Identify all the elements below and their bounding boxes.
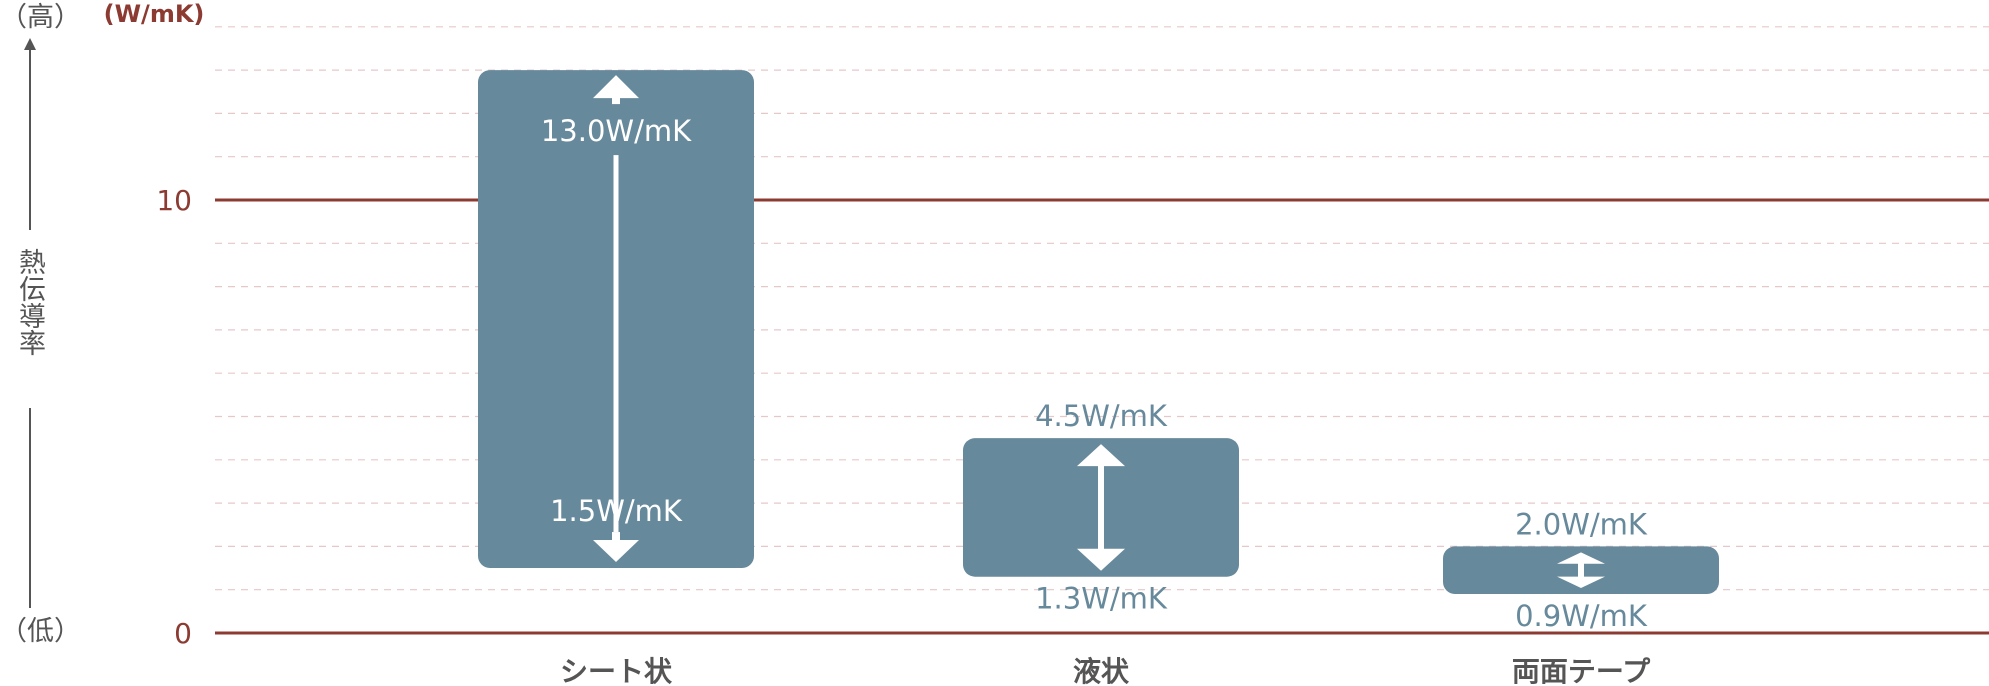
max-label: 13.0W/mK <box>541 114 692 148</box>
arrow-up-head <box>1557 552 1605 564</box>
category-label: 両面テープ <box>1512 655 1651 686</box>
unit-label: (W/mK) <box>104 0 205 28</box>
arrow-up-stem <box>612 96 620 105</box>
min-label: 1.5W/mK <box>550 494 683 528</box>
arrow-shaft <box>613 155 619 533</box>
category-label: 液状 <box>1073 655 1130 686</box>
min-label: 1.3W/mK <box>1035 582 1168 616</box>
arrow-shaft <box>1578 562 1584 578</box>
y-axis-title: 熱伝導率 <box>14 248 45 356</box>
arrow-down-head <box>1077 548 1125 571</box>
arrow-down-head <box>1557 576 1605 589</box>
range-bar-group: 13.0W/mK 1.5W/mK <box>478 70 754 569</box>
range-bar-group: 2.0W/mK 0.9W/mK <box>1443 507 1719 633</box>
arrow-down-stem <box>612 532 620 542</box>
range-bar-group: 4.5W/mK 1.3W/mK <box>963 399 1239 616</box>
arrow-down-head <box>593 540 639 563</box>
y-tick-label: 10 <box>156 184 192 217</box>
category-label: シート状 <box>560 655 673 686</box>
max-label: 2.0W/mK <box>1515 507 1648 541</box>
arrow-up-head <box>593 75 639 99</box>
arrow-shaft <box>1098 465 1104 550</box>
arrow-up-head <box>1077 444 1125 467</box>
y-axis-arrowhead <box>24 38 36 50</box>
y-tick-label: 0 <box>174 617 192 650</box>
max-label: 4.5W/mK <box>1035 399 1168 433</box>
min-label: 0.9W/mK <box>1515 599 1648 633</box>
